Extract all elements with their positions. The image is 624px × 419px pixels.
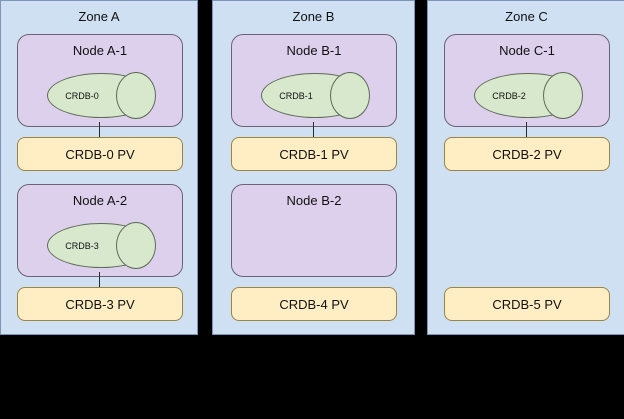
zone-a-panel[interactable]: Zone A Node A-1 CRDB-0 CRDB-0 PV Node A-…	[0, 0, 198, 335]
node-b-2[interactable]: Node B-2	[231, 184, 397, 277]
database-crdb-2-label: CRDB-2	[492, 90, 526, 101]
database-crdb-2[interactable]: CRDB-2	[474, 72, 583, 119]
node-c-1[interactable]: Node C-1 CRDB-2	[444, 34, 610, 127]
connector-crdb-1-to-pv	[313, 122, 314, 138]
node-b-1[interactable]: Node B-1 CRDB-1	[231, 34, 397, 127]
database-crdb-0-label: CRDB-0	[65, 90, 99, 101]
zone-c-panel[interactable]: Zone C Node C-1 CRDB-2 CRDB-2 PV CRDB-5 …	[427, 0, 624, 335]
connector-crdb-0-to-pv	[99, 122, 100, 138]
pv-crdb-2[interactable]: CRDB-2 PV	[444, 137, 610, 171]
node-a-2-title: Node A-2	[72, 193, 128, 208]
pv-crdb-4[interactable]: CRDB-4 PV	[231, 287, 397, 321]
node-a-1-title: Node A-1	[72, 43, 128, 58]
cylinder-end-cap	[116, 222, 156, 269]
database-crdb-1-label: CRDB-1	[279, 90, 313, 101]
zone-b-title: Zone B	[292, 9, 335, 24]
cylinder-end-cap	[116, 72, 156, 119]
database-crdb-1[interactable]: CRDB-1	[261, 72, 370, 119]
pv-crdb-3[interactable]: CRDB-3 PV	[17, 287, 183, 321]
node-c-1-title: Node C-1	[499, 43, 555, 58]
node-a-1[interactable]: Node A-1 CRDB-0	[17, 34, 183, 127]
node-b-2-title: Node B-2	[286, 193, 342, 208]
node-a-2[interactable]: Node A-2 CRDB-3	[17, 184, 183, 277]
pv-crdb-1[interactable]: CRDB-1 PV	[231, 137, 397, 171]
pv-crdb-0[interactable]: CRDB-0 PV	[17, 137, 183, 171]
database-crdb-3-label: CRDB-3	[65, 240, 99, 251]
cylinder-end-cap	[543, 72, 583, 119]
pv-crdb-5[interactable]: CRDB-5 PV	[444, 287, 610, 321]
node-b-1-title: Node B-1	[286, 43, 342, 58]
connector-crdb-2-to-pv	[526, 122, 527, 138]
zone-a-title: Zone A	[78, 9, 120, 24]
connector-crdb-3-to-pv	[99, 272, 100, 288]
database-crdb-0[interactable]: CRDB-0	[47, 72, 156, 119]
zone-c-title: Zone C	[505, 9, 548, 24]
database-crdb-3[interactable]: CRDB-3	[47, 222, 156, 269]
cylinder-end-cap	[330, 72, 370, 119]
zone-b-panel[interactable]: Zone B Node B-1 CRDB-1 CRDB-1 PV Node B-…	[212, 0, 415, 335]
